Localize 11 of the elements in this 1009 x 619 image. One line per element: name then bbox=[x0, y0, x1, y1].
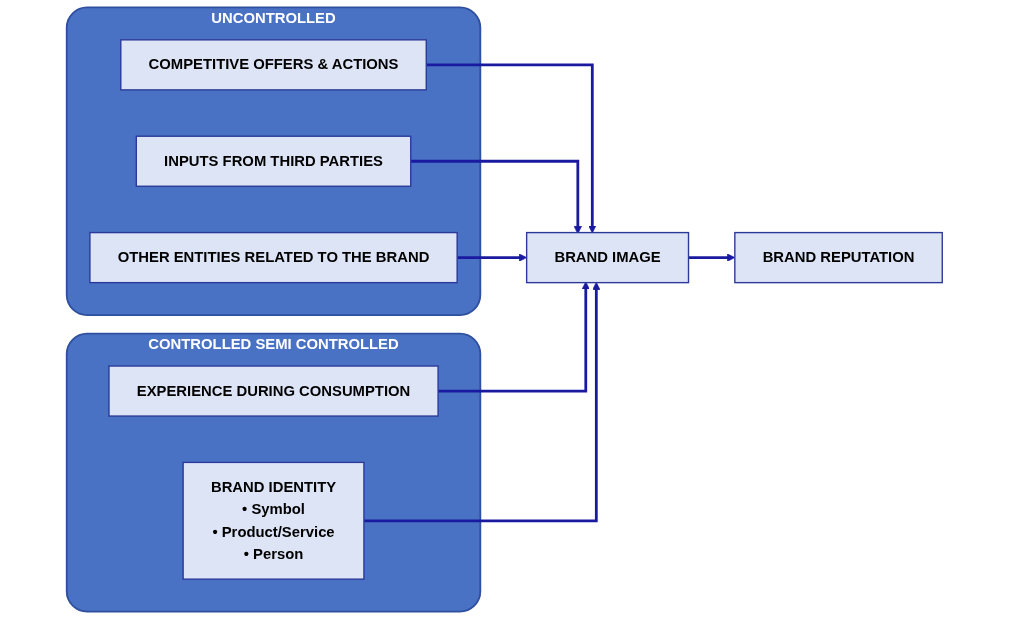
node-box: EXPERIENCE DURING CONSUMPTION bbox=[108, 365, 439, 417]
node-box: COMPETITIVE OFFERS & ACTIONS bbox=[120, 39, 427, 91]
arrow bbox=[457, 253, 527, 262]
node-box: BRAND IMAGE bbox=[525, 231, 690, 284]
arrow bbox=[426, 63, 597, 234]
node-box: OTHER ENTITIES RELATED TO THE BRAND bbox=[89, 231, 458, 284]
node-box: BRAND IDENTITY • Symbol • Product/Service • Person bbox=[182, 461, 365, 580]
node-box: BRAND REPUTATION bbox=[734, 231, 943, 284]
arrow bbox=[363, 282, 601, 523]
arrow bbox=[438, 281, 590, 393]
node-box: INPUTS FROM THIRD PARTIES bbox=[135, 135, 412, 187]
